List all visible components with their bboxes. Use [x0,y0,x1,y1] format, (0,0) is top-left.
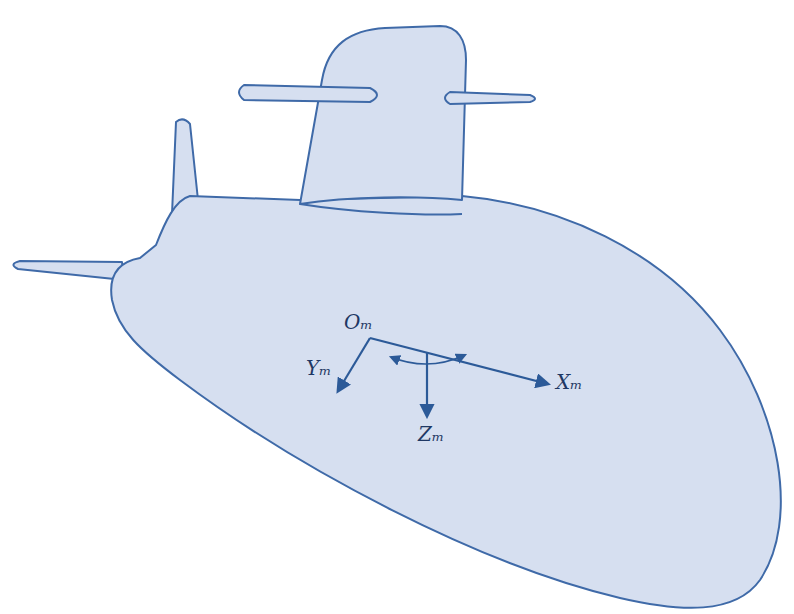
y-axis [338,338,370,391]
sail-base [300,204,462,215]
tail-fin [13,261,124,280]
axis-label: Oₘ [344,312,373,332]
z-axis [426,352,428,416]
sail-plane [239,85,377,102]
axis-label: Yₘ [306,358,331,378]
rotation-arc [391,355,465,364]
hull [111,196,781,608]
sail [300,26,466,204]
sail-plane [445,92,535,104]
axis-label: Zₘ [418,424,444,444]
axis-label: Xₘ [556,372,583,392]
x-axis [370,338,548,384]
